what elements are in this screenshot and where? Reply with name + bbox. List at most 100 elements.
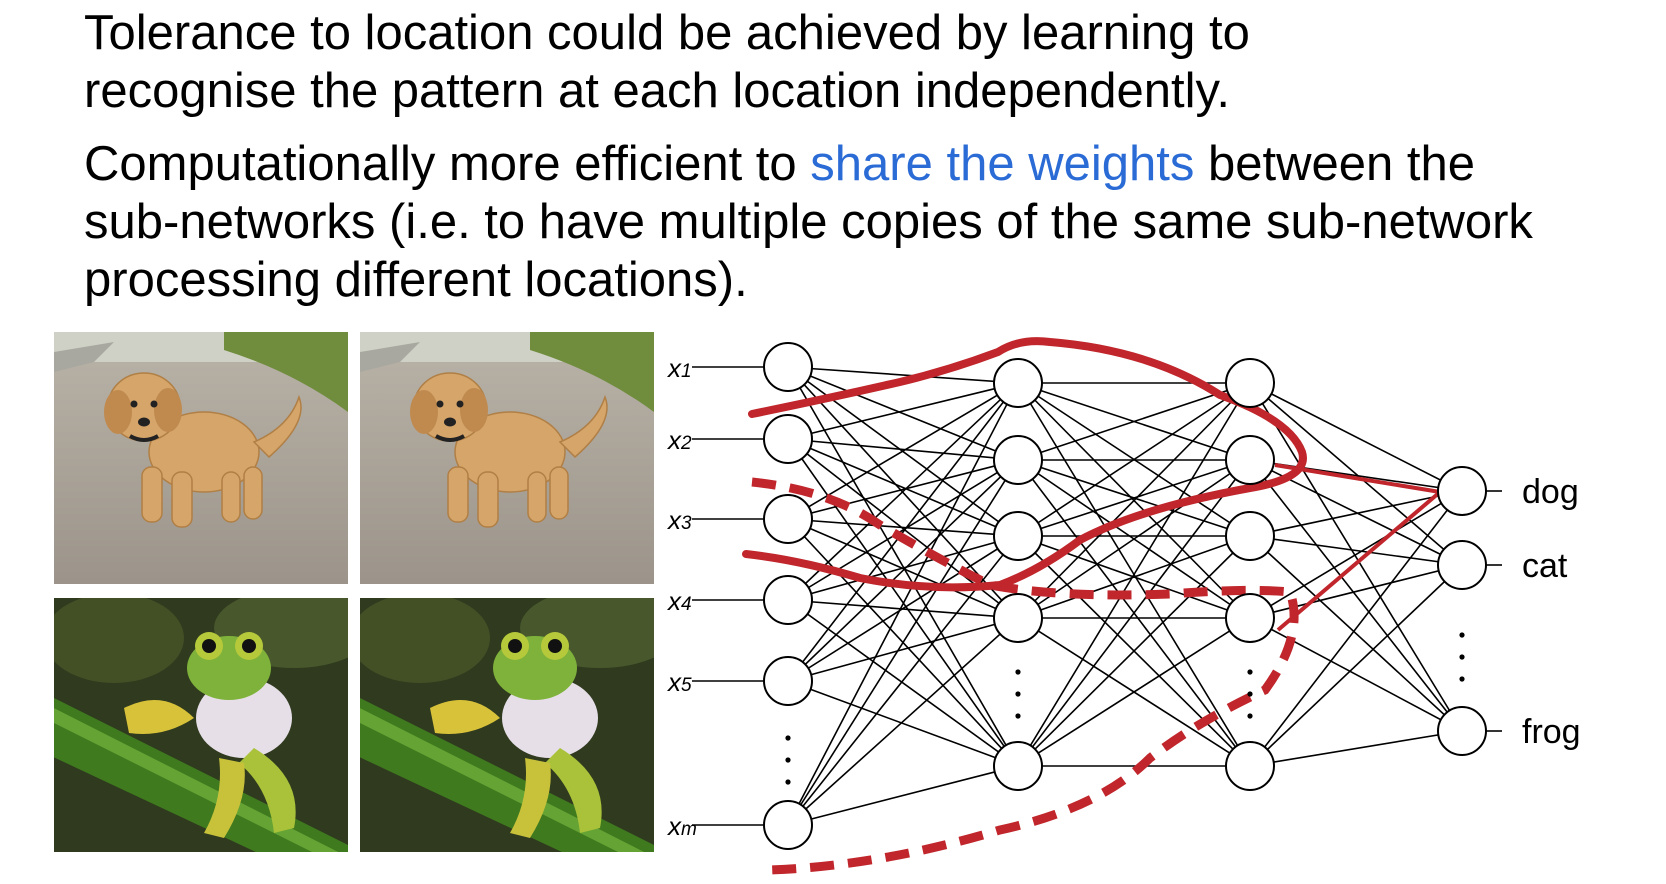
hidden1-neuron: [993, 511, 1043, 561]
input-label: x1: [666, 353, 692, 383]
network-edge: [1249, 382, 1463, 492]
network-edge: [1249, 490, 1463, 537]
network-edge: [1017, 382, 1251, 537]
output-labels: dog cat frog: [1486, 473, 1581, 751]
output-label-frog: frog: [1522, 713, 1581, 751]
network-edge: [787, 382, 1019, 826]
network-edge: [787, 680, 1019, 767]
network-edge: [1249, 382, 1463, 732]
network-edge: [787, 617, 1019, 826]
input-neuron: [763, 414, 813, 464]
ellipsis-dot: [1015, 691, 1021, 697]
ellipsis-dot: [785, 757, 791, 763]
ellipsis-dot: [1015, 669, 1021, 675]
ellipsis-dot: [1247, 691, 1253, 697]
hidden2-neuron: [1225, 358, 1275, 408]
paragraph-share-weights: Computationally more efficient to share …: [84, 135, 1534, 309]
hidden1-neuron: [993, 435, 1043, 485]
network-edge: [787, 382, 1019, 682]
network-edge: [1249, 490, 1463, 767]
output-neuron: [1437, 540, 1487, 590]
hidden1-neuron: [993, 358, 1043, 408]
ellipsis-dots: [785, 632, 1465, 785]
input-labels: x1 x2 x3 x4 x5 xm: [666, 353, 764, 841]
hidden2-neuron: [1225, 741, 1275, 791]
output-label-dog: dog: [1522, 473, 1579, 511]
ellipsis-dot: [785, 735, 791, 741]
ellipsis-dot: [785, 779, 791, 785]
output-label-cat: cat: [1522, 547, 1568, 585]
network-edge: [787, 366, 1019, 384]
frog-photo-left: [54, 598, 348, 852]
network-edge: [787, 599, 1019, 767]
input-label: x2: [666, 425, 692, 455]
ellipsis-dot: [1459, 676, 1465, 682]
red-link-top: [1274, 463, 1441, 494]
network-edge: [1017, 459, 1251, 767]
network-edge: [1017, 535, 1251, 619]
network-edge: [1017, 382, 1251, 461]
frog-photo-right: [360, 598, 654, 852]
output-neuron: [1437, 466, 1487, 516]
share-weights-highlight: share the weights: [810, 137, 1195, 191]
dog-photo-right: [360, 332, 654, 584]
network-edge: [787, 459, 1019, 601]
paragraph-tolerance: Tolerance to location could be achieved …: [84, 6, 1250, 118]
red-path-upper: [742, 337, 1307, 592]
network-edge: [1017, 382, 1251, 619]
ellipsis-dot: [1015, 713, 1021, 719]
ellipsis-dot: [1247, 713, 1253, 719]
network-edge: [1249, 617, 1463, 732]
network-edge: [787, 518, 1019, 537]
network-edge: [787, 535, 1019, 682]
network-edge: [787, 382, 1019, 601]
para2-before: Computationally more efficient to: [84, 137, 811, 191]
network-edge: [1249, 535, 1463, 566]
ellipsis-dot: [1247, 669, 1253, 675]
red-path-dashed: [751, 477, 1299, 875]
network-edge: [1249, 459, 1463, 732]
hidden2-neuron: [1225, 511, 1275, 561]
input-label: xm: [666, 811, 697, 841]
hidden1-neuron: [993, 741, 1043, 791]
output-neuron: [1437, 706, 1487, 756]
network-edge: [1249, 535, 1463, 732]
network-edge: [787, 459, 1019, 826]
network-edge: [1249, 490, 1463, 619]
input-neuron: [763, 494, 813, 544]
input-neuron: [763, 656, 813, 706]
input-neuron: [763, 342, 813, 392]
network-edge: [787, 382, 1019, 520]
dog-photo-left: [54, 332, 348, 584]
ellipsis-dot: [1459, 654, 1465, 660]
network-edge: [1249, 382, 1463, 566]
highlighted-paths: [742, 337, 1442, 875]
network-edge: [1249, 730, 1463, 767]
input-neuron: [763, 575, 813, 625]
network-edge: [1249, 564, 1463, 619]
hidden2-neuron: [1225, 593, 1275, 643]
network-edge: [1017, 617, 1251, 767]
input-label: x4: [666, 586, 692, 616]
hidden2-neuron: [1225, 435, 1275, 485]
red-link-bottom: [1276, 490, 1442, 632]
network-edge: [1249, 564, 1463, 767]
input-neuron: [763, 800, 813, 850]
input-label: x5: [666, 667, 692, 697]
input-label: x3: [666, 505, 692, 535]
network-edge: [1017, 535, 1251, 767]
network-edge: [787, 459, 1019, 682]
network-edge: [787, 366, 1019, 461]
network-edge: [787, 459, 1019, 520]
network-edge: [787, 617, 1019, 682]
network-edge: [1017, 459, 1251, 537]
para2-after: between the sub-networks (i.e. to have m…: [84, 137, 1533, 307]
network-nodes: [763, 342, 1487, 850]
network-edge: [787, 535, 1019, 601]
network-edge: [1017, 459, 1251, 619]
hidden1-neuron: [993, 593, 1043, 643]
network-edge: [1017, 382, 1251, 767]
network-edge: [787, 382, 1019, 440]
ellipsis-dot: [1459, 632, 1465, 638]
